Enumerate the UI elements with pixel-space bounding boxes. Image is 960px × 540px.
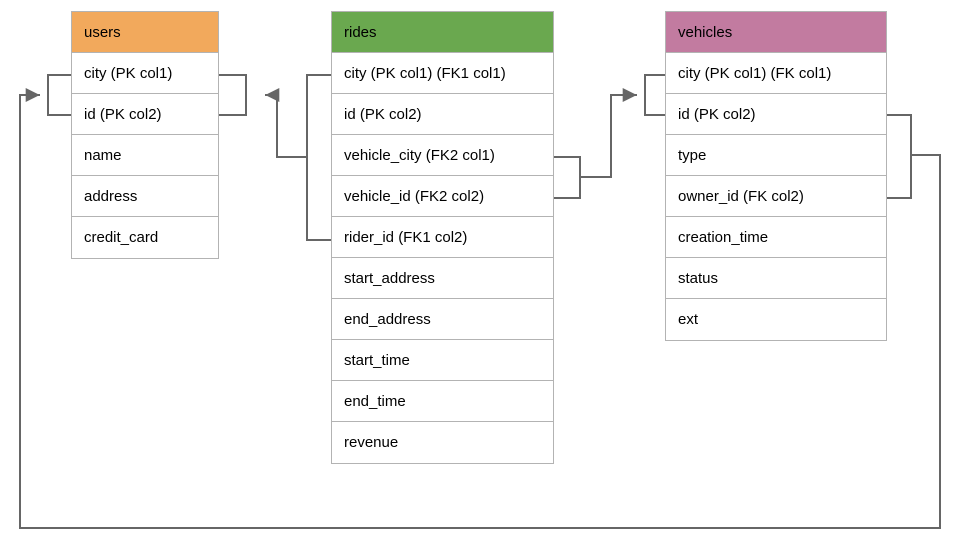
edge-vehicles-owner-bracket-users bbox=[47, 74, 72, 116]
edge-rides-rider-bracket-rides bbox=[306, 74, 332, 241]
entity-vehicles-column-creation-time[interactable]: creation_time bbox=[666, 217, 886, 258]
edge-vehicles-owner-bracket-vehicles bbox=[886, 114, 912, 199]
entity-vehicles-title: vehicles bbox=[678, 24, 733, 41]
entity-rides-column-start-time[interactable]: start_time bbox=[332, 340, 553, 381]
edge-rides-vehicle-bracket-rides bbox=[553, 156, 581, 199]
entity-rides-header: rides bbox=[332, 12, 553, 53]
entity-rides-column-start-address[interactable]: start_address bbox=[332, 258, 553, 299]
entity-vehicles-header: vehicles bbox=[666, 12, 886, 53]
entity-vehicles-column-id[interactable]: id (PK col2) bbox=[666, 94, 886, 135]
entity-users-header: users bbox=[72, 12, 218, 53]
edge-rides-rider-link bbox=[265, 88, 308, 158]
entity-users-column-id[interactable]: id (PK col2) bbox=[72, 94, 218, 135]
entity-users-column-address[interactable]: address bbox=[72, 176, 218, 217]
entity-vehicles[interactable]: vehicles city (PK col1) (FK col1) id (PK… bbox=[665, 11, 887, 341]
edge-rides-vehicle-bracket-vehicles bbox=[644, 74, 666, 116]
entity-rides-column-vehicle-id[interactable]: vehicle_id (FK2 col2) bbox=[332, 176, 553, 217]
entity-rides-column-revenue[interactable]: revenue bbox=[332, 422, 553, 463]
entity-rides-column-end-time[interactable]: end_time bbox=[332, 381, 553, 422]
edge-rides-vehicle-link bbox=[579, 88, 637, 178]
edge-rides-rider-bracket-users bbox=[218, 74, 247, 116]
entity-rides-column-end-address[interactable]: end_address bbox=[332, 299, 553, 340]
entity-rides[interactable]: rides city (PK col1) (FK1 col1) id (PK c… bbox=[331, 11, 554, 464]
entity-users[interactable]: users city (PK col1) id (PK col2) name a… bbox=[71, 11, 219, 259]
entity-users-column-name[interactable]: name bbox=[72, 135, 218, 176]
entity-users-column-city[interactable]: city (PK col1) bbox=[72, 53, 218, 94]
entity-rides-title: rides bbox=[344, 24, 377, 41]
entity-users-title: users bbox=[84, 24, 121, 41]
entity-rides-column-city[interactable]: city (PK col1) (FK1 col1) bbox=[332, 53, 553, 94]
entity-rides-column-rider-id[interactable]: rider_id (FK1 col2) bbox=[332, 217, 553, 258]
entity-vehicles-column-owner-id[interactable]: owner_id (FK col2) bbox=[666, 176, 886, 217]
entity-vehicles-column-status[interactable]: status bbox=[666, 258, 886, 299]
entity-users-column-credit-card[interactable]: credit_card bbox=[72, 217, 218, 258]
entity-vehicles-column-ext[interactable]: ext bbox=[666, 299, 886, 340]
entity-vehicles-column-city[interactable]: city (PK col1) (FK col1) bbox=[666, 53, 886, 94]
entity-rides-column-id[interactable]: id (PK col2) bbox=[332, 94, 553, 135]
entity-vehicles-column-type[interactable]: type bbox=[666, 135, 886, 176]
entity-rides-column-vehicle-city[interactable]: vehicle_city (FK2 col1) bbox=[332, 135, 553, 176]
